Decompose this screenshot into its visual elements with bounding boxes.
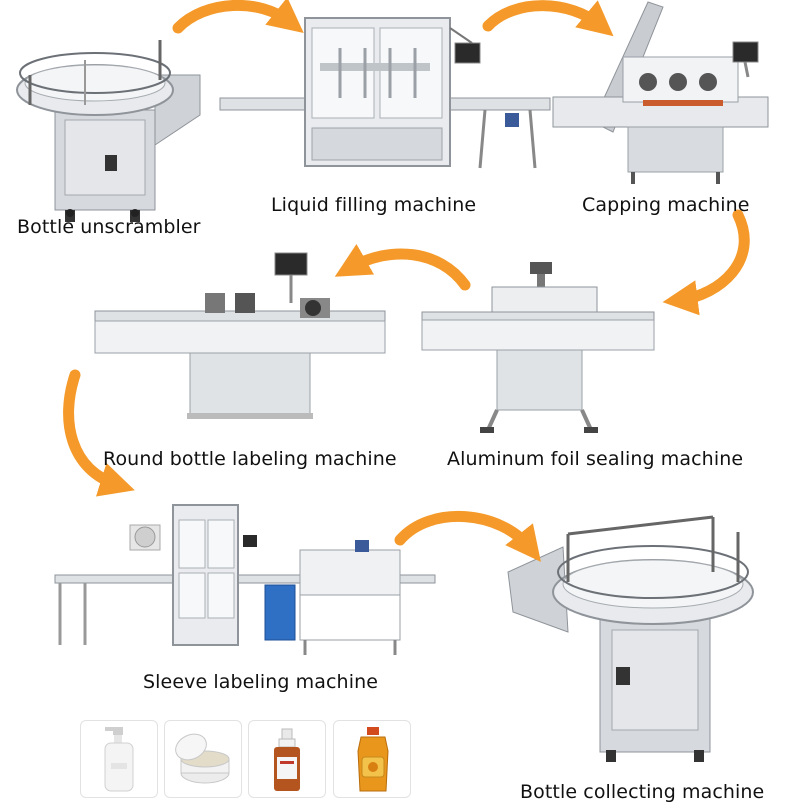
sleeve-labeling-machine-icon xyxy=(54,504,436,655)
label-liquid-filling-machine: Liquid filling machine xyxy=(271,194,477,216)
product-tile-pump-bottle xyxy=(80,720,158,798)
foil-sealing-machine-icon xyxy=(421,262,655,433)
product-tile-honey-bottle xyxy=(333,720,411,798)
arrow-labeling-to-sleeve xyxy=(63,369,135,497)
arrow-capping-to-sealing xyxy=(662,209,750,316)
arrow-sleeve-to-collecting xyxy=(394,510,541,562)
liquid-filling-machine-icon xyxy=(219,17,551,169)
label-bottle-unscrambler: Bottle unscrambler xyxy=(17,216,201,238)
capping-machine-icon xyxy=(552,1,769,184)
pump-bottle-icon xyxy=(104,727,134,792)
arrow-unscrambler-to-filling xyxy=(172,0,304,34)
product-tile-cream-jar xyxy=(164,720,242,798)
label-round-bottle-labeling-machine: Round bottle labeling machine xyxy=(103,448,397,470)
cream-jar-icon xyxy=(175,733,230,784)
honey-bottle-icon xyxy=(357,727,389,792)
label-foil-sealing-machine: Aluminum foil sealing machine xyxy=(447,448,744,470)
round-bottle-labeling-machine-icon xyxy=(94,252,386,419)
arrow-sealing-to-labeling xyxy=(334,243,471,291)
label-bottle-collecting-machine: Bottle collecting machine xyxy=(520,781,765,803)
arrow-filling-to-capping xyxy=(482,0,614,37)
product-tile-dropper-bottle xyxy=(248,720,326,798)
label-capping-machine: Capping machine xyxy=(582,194,750,216)
bottle-collecting-machine-icon xyxy=(507,515,754,762)
label-sleeve-labeling-machine: Sleeve labeling machine xyxy=(143,671,379,693)
dropper-bottle-icon xyxy=(274,728,300,791)
bottle-unscrambler-icon xyxy=(16,40,201,222)
